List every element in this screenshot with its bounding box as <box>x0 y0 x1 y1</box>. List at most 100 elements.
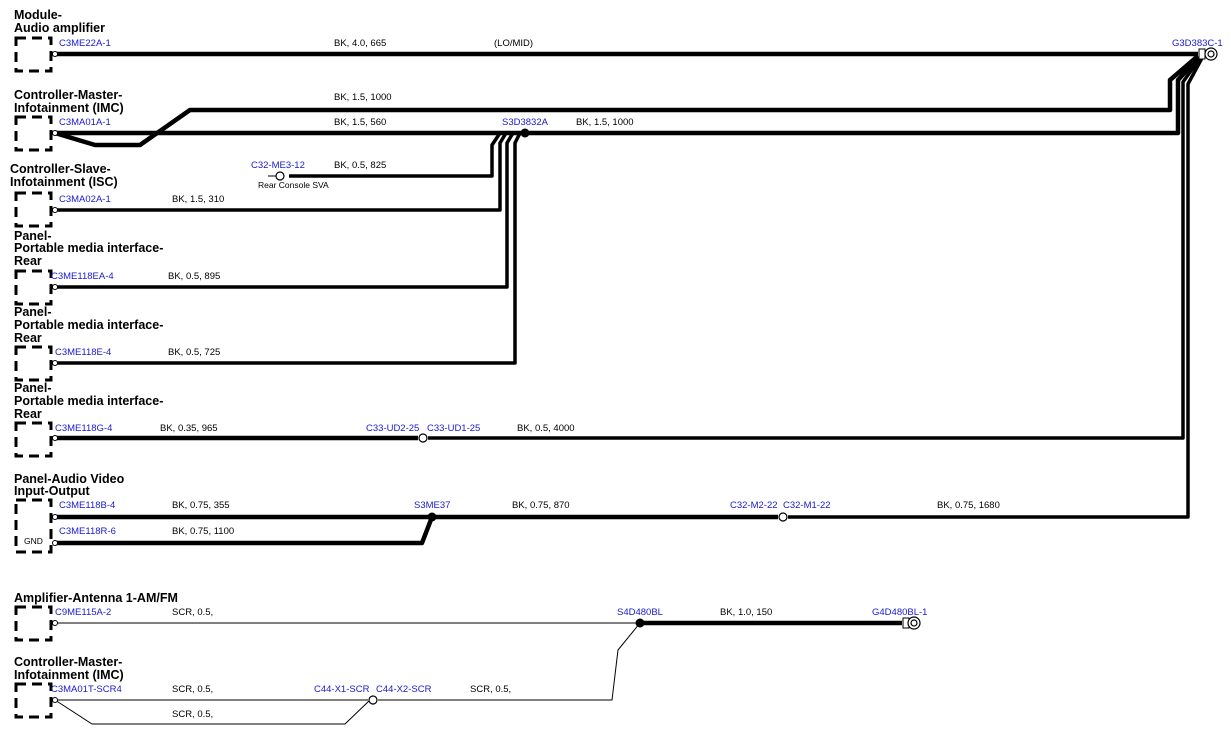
inline-connectors <box>268 171 788 705</box>
inline-connector-ud[interactable] <box>418 433 428 443</box>
pin-pmi-2 <box>52 360 58 366</box>
connector-g3d383c-1[interactable]: G3D383C-1 <box>1172 38 1223 49</box>
wire-isc[interactable] <box>55 132 508 212</box>
wire-label-imc-lower: BK, 1.5, 560 <box>334 117 386 128</box>
wire-rear-console[interactable] <box>289 132 502 178</box>
box-avio[interactable] <box>14 498 53 554</box>
inline-connector-x-scr[interactable] <box>368 695 378 705</box>
label-pmi-1-3: Rear <box>14 254 42 268</box>
connector-c3me22a-1[interactable]: C3ME22A-1 <box>59 38 111 49</box>
wire-label-ant-scr: SCR, 0.5, <box>172 607 213 618</box>
connector-c32-me3-12[interactable]: C32-ME3-12 <box>251 160 305 171</box>
pin-imc <box>52 130 58 136</box>
wire-imc-upper[interactable] <box>54 54 1200 148</box>
pin-pmi-3 <box>52 435 58 441</box>
connector-labels: C3ME22A-1 G3D383C-1 C3MA01A-1 S3D3832A C… <box>51 38 1223 695</box>
wire-label-imc2-scr-a: SCR, 0.5, <box>172 684 213 695</box>
wire-label-pmi-1: BK, 0.5, 895 <box>168 271 220 282</box>
connector-c9me115a-2[interactable]: C9ME115A-2 <box>55 607 111 618</box>
box-antenna-amp[interactable] <box>14 605 53 642</box>
wire-pmi-2[interactable] <box>55 132 522 365</box>
connector-c3me118b-4[interactable]: C3ME118B-4 <box>59 500 115 511</box>
connector-c44-x2-scr[interactable]: C44-X2-SCR <box>376 684 432 695</box>
box-imc-2[interactable] <box>14 682 53 719</box>
wire-avio-right[interactable] <box>788 57 1204 519</box>
ground-g3d383c-bracket <box>1198 48 1206 60</box>
label-audio-amp-1: Module- <box>14 8 62 22</box>
label-isc-1: Controller-Slave- <box>10 162 111 176</box>
connector-c33-ud2-25[interactable]: C33-UD2-25 <box>366 423 419 434</box>
wire-splice-out[interactable] <box>525 56 1200 136</box>
wire-pmi-3-right[interactable] <box>428 56 1202 440</box>
label-avio-1: Panel-Audio Video <box>14 472 125 486</box>
wire-label-avio-1: BK, 0.75, 355 <box>172 500 230 511</box>
pin-avio-1 <box>52 514 58 520</box>
ground-g3d383c-inner <box>1207 50 1215 58</box>
wire-label-isc: BK, 1.5, 310 <box>172 194 224 205</box>
wire-group-antenna <box>54 620 902 725</box>
wire-label-ant-main: BK, 1.0, 150 <box>720 607 772 618</box>
label-pmi-1-2: Portable media interface- <box>14 241 163 255</box>
label-audio-amp-2: Audio amplifier <box>14 21 105 35</box>
wire-imc2-scr-c[interactable] <box>378 622 641 701</box>
wire-imc2-scr-b[interactable] <box>54 699 371 725</box>
wire-label-avio-mid: BK, 0.75, 870 <box>512 500 570 511</box>
note-rear-console: Rear Console SVA <box>258 180 329 190</box>
wire-label-amp-note: (LO/MID) <box>494 38 533 49</box>
connector-c3me118e-4[interactable]: C3ME118E-4 <box>55 347 111 358</box>
label-pmi-3-1: Panel- <box>14 381 52 395</box>
wire-label-pmi-3-right: BK, 0.5, 4000 <box>517 423 575 434</box>
splice-s4d480bl[interactable] <box>635 618 645 628</box>
connector-c33-ud1-25[interactable]: C33-UD1-25 <box>427 423 480 434</box>
label-avio-gnd: GND <box>24 536 43 546</box>
splice-s3d3832a[interactable] <box>520 128 530 138</box>
connector-c32-m1-22[interactable]: C32-M1-22 <box>783 500 831 511</box>
connector-c3me118g-4[interactable]: C3ME118G-4 <box>55 423 112 434</box>
box-pmi-1[interactable] <box>14 269 53 306</box>
connector-boxes <box>14 36 53 719</box>
connector-c32-m2-22[interactable]: C32-M2-22 <box>730 500 778 511</box>
component-labels: Module- Audio amplifier Controller-Maste… <box>10 8 178 682</box>
connector-c3ma01a-1[interactable]: C3MA01A-1 <box>59 117 111 128</box>
wire-label-amp-main: BK, 4.0, 665 <box>334 38 386 49</box>
wire-label-avio-right: BK, 0.75, 1680 <box>937 500 1000 511</box>
wire-label-splice-out: BK, 1.5, 1000 <box>576 117 634 128</box>
wire-group-main <box>54 51 1204 546</box>
pins <box>52 51 58 703</box>
label-pmi-2-3: Rear <box>14 331 42 345</box>
connector-c3me118ea-4[interactable]: C3ME118EA-4 <box>51 271 114 282</box>
connector-c3me118r-6[interactable]: C3ME118R-6 <box>59 526 116 537</box>
connector-g4d480bl-1[interactable]: G4D480BL-1 <box>872 607 927 618</box>
wire-label-pmi-2: BK, 0.5, 725 <box>168 347 220 358</box>
splice-s3me37[interactable] <box>427 512 437 522</box>
label-imc2-1: Controller-Master- <box>14 655 122 669</box>
pin-antenna <box>52 620 58 626</box>
label-imc2-2: Infotainment (IMC) <box>14 668 124 682</box>
connector-s4d480bl[interactable]: S4D480BL <box>617 607 663 618</box>
box-pmi-2[interactable] <box>14 345 53 382</box>
wire-label-imc-upper: BK, 1.5, 1000 <box>334 92 392 103</box>
box-imc[interactable] <box>14 115 53 152</box>
inline-connector-rear-console[interactable] <box>275 171 285 181</box>
connector-s3d3832a[interactable]: S3D3832A <box>502 117 549 128</box>
label-imc-1: Controller-Master- <box>14 88 122 102</box>
pin-audio-amp <box>52 51 58 57</box>
wire-avio-2[interactable] <box>55 516 435 546</box>
label-pmi-2-1: Panel- <box>14 305 52 319</box>
inline-connector-m22[interactable] <box>778 512 788 522</box>
wire-label-avio-2: BK, 0.75, 1100 <box>172 526 234 537</box>
connector-c44-x1-scr[interactable]: C44-X1-SCR <box>314 684 370 695</box>
splices <box>427 128 645 628</box>
wire-label-rear-console: BK, 0.5, 825 <box>334 160 386 171</box>
connector-c3ma02a-1[interactable]: C3MA02A-1 <box>59 194 111 205</box>
label-pmi-3-3: Rear <box>14 407 42 421</box>
label-pmi-3-2: Portable media interface- <box>14 394 163 408</box>
box-isc[interactable] <box>14 191 53 228</box>
box-audio-amp[interactable] <box>14 36 53 73</box>
label-avio-2: Input-Output <box>14 484 90 498</box>
connector-s3me37[interactable]: S3ME37 <box>414 500 450 511</box>
wire-pmi-1[interactable] <box>55 132 515 289</box>
box-pmi-3[interactable] <box>14 421 53 458</box>
connector-c3ma01t-scr4[interactable]: C3MA01T-SCR4 <box>51 684 122 695</box>
